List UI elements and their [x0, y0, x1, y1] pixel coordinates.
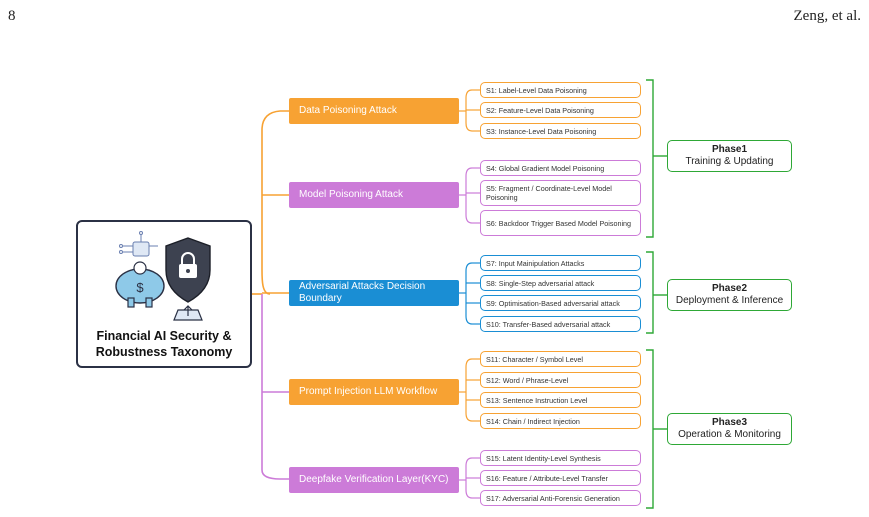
category-node: Model Poisoning Attack [289, 182, 459, 208]
taxonomy-leaf: S11: Character / Symbol Level [480, 351, 641, 367]
taxonomy-leaf: S14: Chain / Indirect Injection [480, 413, 641, 429]
taxonomy-leaf: S16: Feature / Attribute-Level Transfer [480, 470, 641, 486]
piggy-bank-shield-lock-icon: $ [115, 231, 211, 321]
phase-subtitle: Training & Updating [685, 156, 774, 167]
taxonomy-leaf: S13: Sentence Instruction Level [480, 392, 641, 408]
taxonomy-leaf: S8: Single-Step adversarial attack [480, 275, 641, 291]
phase-subtitle: Operation & Monitoring [678, 429, 781, 440]
taxonomy-leaf: S2: Feature-Level Data Poisoning [480, 102, 641, 118]
category-node: Adversarial Attacks Decision Boundary [289, 280, 459, 306]
phase-title: Phase2 [711, 283, 748, 294]
taxonomy-leaf: S6: Backdoor Trigger Based Model Poisoni… [480, 210, 641, 236]
phase-subtitle: Deployment & Inference [675, 295, 784, 306]
root-title: Financial AI Security & Robustness Taxon… [95, 329, 233, 359]
category-node: Data Poisoning Attack [289, 98, 459, 124]
taxonomy-leaf: S7: Input Mainipulation Attacks [480, 255, 641, 271]
phase-title: Phase3 [711, 417, 748, 428]
taxonomy-leaf: S12: Word / Phrase-Level [480, 372, 641, 388]
taxonomy-leaf: S9: Optimisation-Based adversarial attac… [480, 295, 641, 311]
taxonomy-leaf: S4: Global Gradient Model Poisoning [480, 160, 641, 176]
taxonomy-leaf: S17: Adversarial Anti-Forensic Generatio… [480, 490, 641, 506]
taxonomy-leaf: S5: Fragment / Coordinate-Level Model Po… [480, 180, 641, 206]
category-node: Deepfake Verification Layer(KYC) [289, 467, 459, 493]
page-number: 8 [8, 8, 16, 24]
taxonomy-leaf: S15: Latent Identity-Level Synthesis [480, 450, 641, 466]
category-node: Prompt Injection LLM Workflow [289, 379, 459, 405]
svg-text:$: $ [136, 280, 144, 295]
taxonomy-root-node: $ Financial AI Security & Robustness Tax… [76, 220, 252, 368]
phase-title: Phase1 [711, 144, 748, 155]
taxonomy-leaf: S10: Transfer-Based adversarial attack [480, 316, 641, 332]
running-header-authors: Zeng, et al. [793, 8, 861, 24]
taxonomy-leaf: S3: Instance-Level Data Poisoning [480, 123, 641, 139]
taxonomy-leaf: S1: Label-Level Data Poisoning [480, 82, 641, 98]
